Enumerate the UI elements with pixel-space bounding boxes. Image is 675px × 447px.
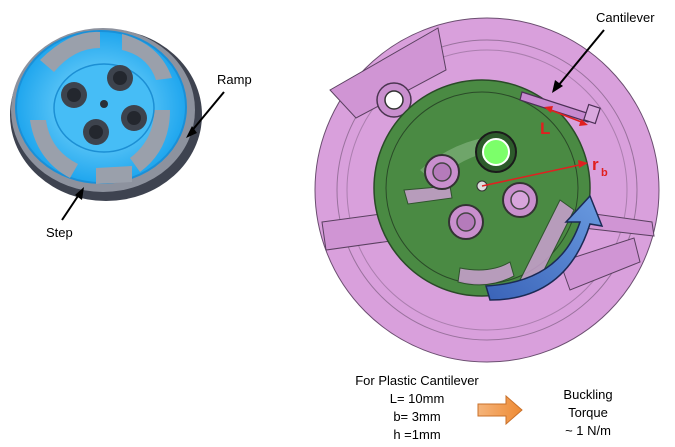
part-render <box>10 28 202 201</box>
length-symbol: L <box>540 119 550 138</box>
rotation-arrow <box>485 194 604 301</box>
result-line3: ~ 1 N/m <box>565 423 611 438</box>
cantilever-spec: For Plastic Cantilever L= 10mm b= 3mm h … <box>342 372 492 444</box>
cantilever-beam <box>519 91 591 123</box>
spec-length: L= 10mm <box>389 391 445 406</box>
part-slot <box>96 166 132 184</box>
spec-heading: For Plastic Cantilever <box>355 373 479 388</box>
disc-assembly <box>314 17 660 363</box>
cantilever-label: Cantilever <box>596 10 655 25</box>
orange-arrow <box>477 394 523 426</box>
radius-subscript: b <box>601 167 608 179</box>
result-line1: Buckling <box>563 387 613 402</box>
buckling-result: Buckling Torque ~ 1 N/m <box>548 386 628 440</box>
ramp-label: Ramp <box>217 72 252 87</box>
spec-width: b= 3mm <box>393 409 441 424</box>
part-slot <box>122 34 172 80</box>
ramp-wedge <box>559 237 641 291</box>
ramp-pointer <box>189 91 225 134</box>
part-slot <box>30 120 78 178</box>
cantilever-pointer <box>557 29 605 87</box>
part-slot <box>40 31 100 72</box>
part-slot <box>130 110 170 172</box>
step-pointer <box>61 192 81 221</box>
part-center-hole <box>100 100 108 108</box>
spec-height: h =1mm <box>393 427 441 442</box>
result-line2: Torque <box>568 405 608 420</box>
ramp-wedge <box>329 27 447 119</box>
radius-symbol: r <box>592 155 599 174</box>
step-label: Step <box>46 225 73 240</box>
length-line <box>547 108 585 124</box>
radius-line <box>481 163 585 187</box>
